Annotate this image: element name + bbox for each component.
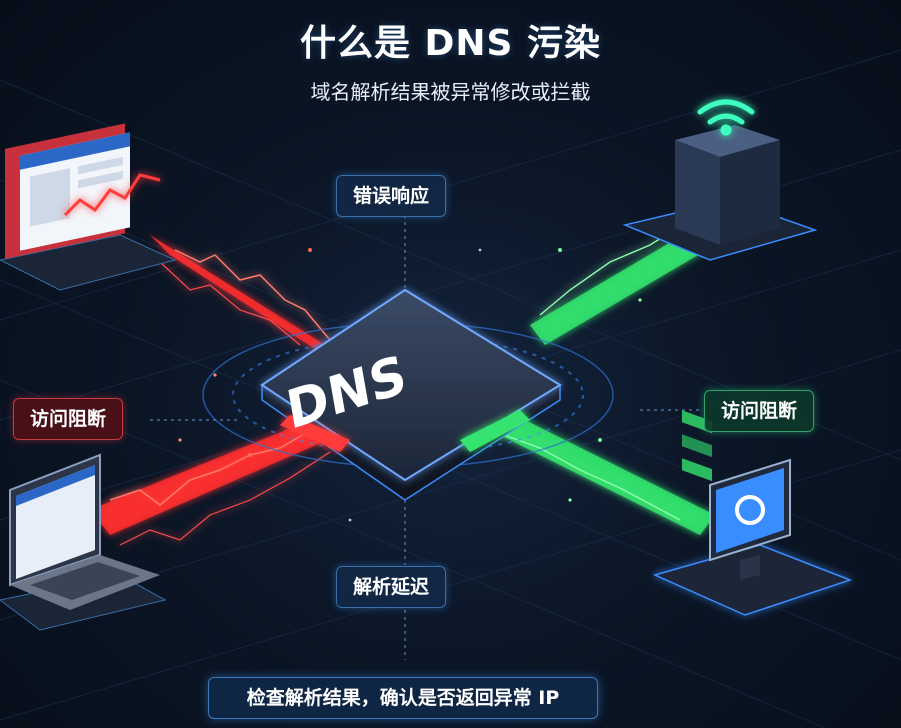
label-blocked-left: 访问阻断 <box>13 398 124 440</box>
laptop-icon <box>0 453 167 631</box>
label-delay: 解析延迟 <box>336 566 447 608</box>
page-title: 什么是 DNS 污染 <box>299 23 601 64</box>
particles <box>178 248 642 522</box>
server-icon <box>622 125 818 482</box>
bottom-instruction: 检查解析结果，确认是否返回异常 IP <box>208 677 598 719</box>
normal-beam-bottom-right <box>470 400 715 535</box>
label-blocked-right: 访问阻断 <box>704 390 815 432</box>
monitor-icon <box>652 458 853 616</box>
browser-window-icon <box>0 123 177 291</box>
polluted-beam-top-left <box>150 235 340 365</box>
label-wrong-response: 错误响应 <box>336 175 447 217</box>
connector-lines <box>150 215 700 660</box>
page-subtitle: 域名解析结果被异常修改或拦截 <box>310 80 591 104</box>
wifi-icon <box>697 99 755 136</box>
